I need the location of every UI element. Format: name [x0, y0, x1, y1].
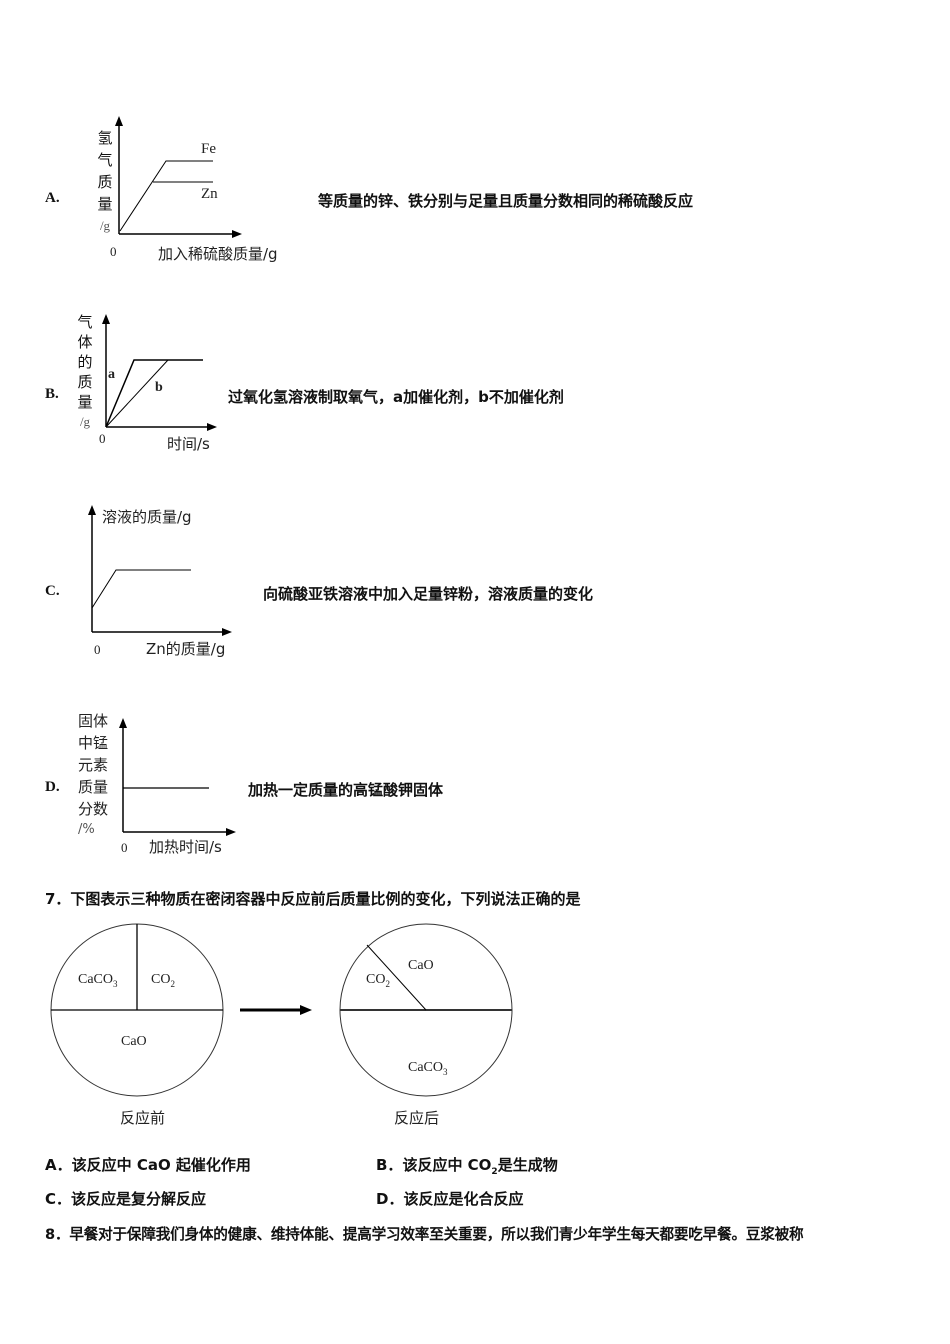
choice-a[interactable]: A．该反应中 CaO 起催化作用 — [45, 1154, 251, 1175]
choice-c[interactable]: C．该反应是复分解反应 — [45, 1188, 206, 1209]
y-label-char: 体 — [77, 333, 93, 351]
y-label-line: 分数 — [78, 800, 109, 818]
before-caco3-label: CaCO3 — [78, 972, 118, 989]
choice-text: 是生成物 — [497, 1156, 558, 1174]
option-c-description: 向硫酸亚铁溶液中加入足量锌粉，溶液质量的变化 — [263, 585, 594, 603]
choice-text: 该反应是化合反应 — [403, 1190, 524, 1208]
option-c-letter: C. — [45, 583, 60, 599]
option-a-letter: A. — [45, 190, 60, 206]
graph-d-origin: 0 — [121, 840, 128, 855]
y-label-char: 的 — [77, 353, 93, 371]
graph-a-y-label: 氢 气 质 量 /g — [96, 127, 114, 237]
choice-text: 该反应中 CO — [402, 1156, 492, 1174]
label-subscript: 2 — [385, 978, 390, 989]
choice-text: 该反应中 CaO 起催化作用 — [71, 1156, 251, 1174]
option-b-description: 过氧化氢溶液制取氧气，a加催化剂，b不加催化剂 — [228, 388, 564, 406]
graph-d-y-label: 固体 中锰 元素 质量 分数 /% — [78, 710, 118, 840]
label-subscript: 2 — [170, 978, 175, 989]
label-text: CO — [151, 972, 171, 987]
graph-c-x-label: Zn的质量/g — [146, 640, 226, 658]
graph-b — [0, 280, 950, 480]
graph-d-lines — [119, 718, 236, 836]
y-label-unit: /g — [99, 218, 111, 233]
graph-a-x-label: 加入稀硫酸质量/g — [158, 245, 278, 263]
graph-b-y-label: 气 体 的 质 量 /g — [76, 312, 94, 432]
y-label-char: 质 — [77, 373, 93, 391]
graph-b-series-a: a — [108, 367, 115, 382]
y-label-line: 元素 — [78, 756, 109, 774]
label-subscript: 3 — [113, 978, 118, 989]
graph-c — [0, 480, 950, 680]
question-7-text: 7．下图表示三种物质在密闭容器中反应前后质量比例的变化，下列说法正确的是 — [45, 890, 581, 908]
choice-d[interactable]: D．该反应是化合反应 — [376, 1188, 523, 1209]
before-caption: 反应前 — [120, 1109, 166, 1127]
graph-c-y-label: 溶液的质量/g — [102, 508, 192, 526]
graph-a-series-fe: Fe — [201, 141, 216, 157]
y-label-unit: /g — [79, 414, 91, 429]
graph-b-lines — [102, 314, 217, 431]
graph-b-x-label: 时间/s — [167, 435, 210, 453]
label-text: CaCO — [78, 972, 113, 987]
question-8-text: 8．早餐对于保障我们身体的健康、维持体能、提高学习效率至关重要，所以我们青少年学… — [45, 1226, 804, 1243]
y-label-char: 气 — [97, 151, 113, 169]
graph-a-series-zn: Zn — [201, 186, 218, 202]
choice-letter: C． — [45, 1190, 72, 1208]
before-cao-label: CaO — [121, 1034, 147, 1049]
reaction-diagram-shapes — [50, 923, 513, 1097]
choice-letter: B． — [376, 1156, 403, 1174]
y-label-char: 质 — [97, 173, 113, 191]
label-text: CaCO — [408, 1060, 443, 1075]
after-cao-label: CaO — [408, 958, 434, 973]
graph-a-lines — [115, 116, 242, 238]
y-label-line: 固体 — [78, 712, 109, 730]
y-label-line: 中锰 — [78, 734, 109, 752]
after-caption: 反应后 — [394, 1109, 440, 1127]
y-label-char: 量 — [97, 195, 113, 213]
label-subscript: 3 — [443, 1066, 448, 1077]
choice-b[interactable]: B．该反应中 CO2是生成物 — [376, 1154, 558, 1177]
graph-d — [0, 690, 950, 870]
y-label-unit: /% — [78, 822, 95, 837]
graph-a-origin: 0 — [110, 244, 117, 259]
y-label-char: 气 — [77, 313, 93, 331]
graph-c-lines — [88, 505, 232, 636]
option-d-letter: D. — [45, 779, 60, 795]
graph-b-origin: 0 — [99, 431, 106, 446]
graph-c-origin: 0 — [94, 642, 101, 657]
y-label-char: 氢 — [97, 129, 113, 147]
reaction-diagram — [0, 910, 950, 1140]
y-label-line: 质量 — [78, 778, 109, 796]
choice-text: 该反应是复分解反应 — [71, 1190, 207, 1208]
graph-d-x-label: 加热时间/s — [149, 838, 222, 856]
before-co2-label: CO2 — [151, 972, 175, 989]
label-text: CO — [366, 972, 386, 987]
choice-letter: D． — [376, 1190, 404, 1208]
option-b-letter: B. — [45, 386, 59, 402]
choice-letter: A． — [45, 1156, 72, 1174]
option-a-description: 等质量的锌、铁分别与足量且质量分数相同的稀硫酸反应 — [318, 192, 694, 210]
option-d-description: 加热一定质量的高锰酸钾固体 — [248, 781, 444, 799]
after-caco3-label: CaCO3 — [408, 1060, 448, 1077]
choice-subscript: 2 — [491, 1167, 498, 1177]
graph-a — [0, 0, 950, 280]
y-label-char: 量 — [77, 393, 93, 411]
graph-b-series-b: b — [155, 380, 163, 395]
after-co2-label: CO2 — [366, 972, 390, 989]
